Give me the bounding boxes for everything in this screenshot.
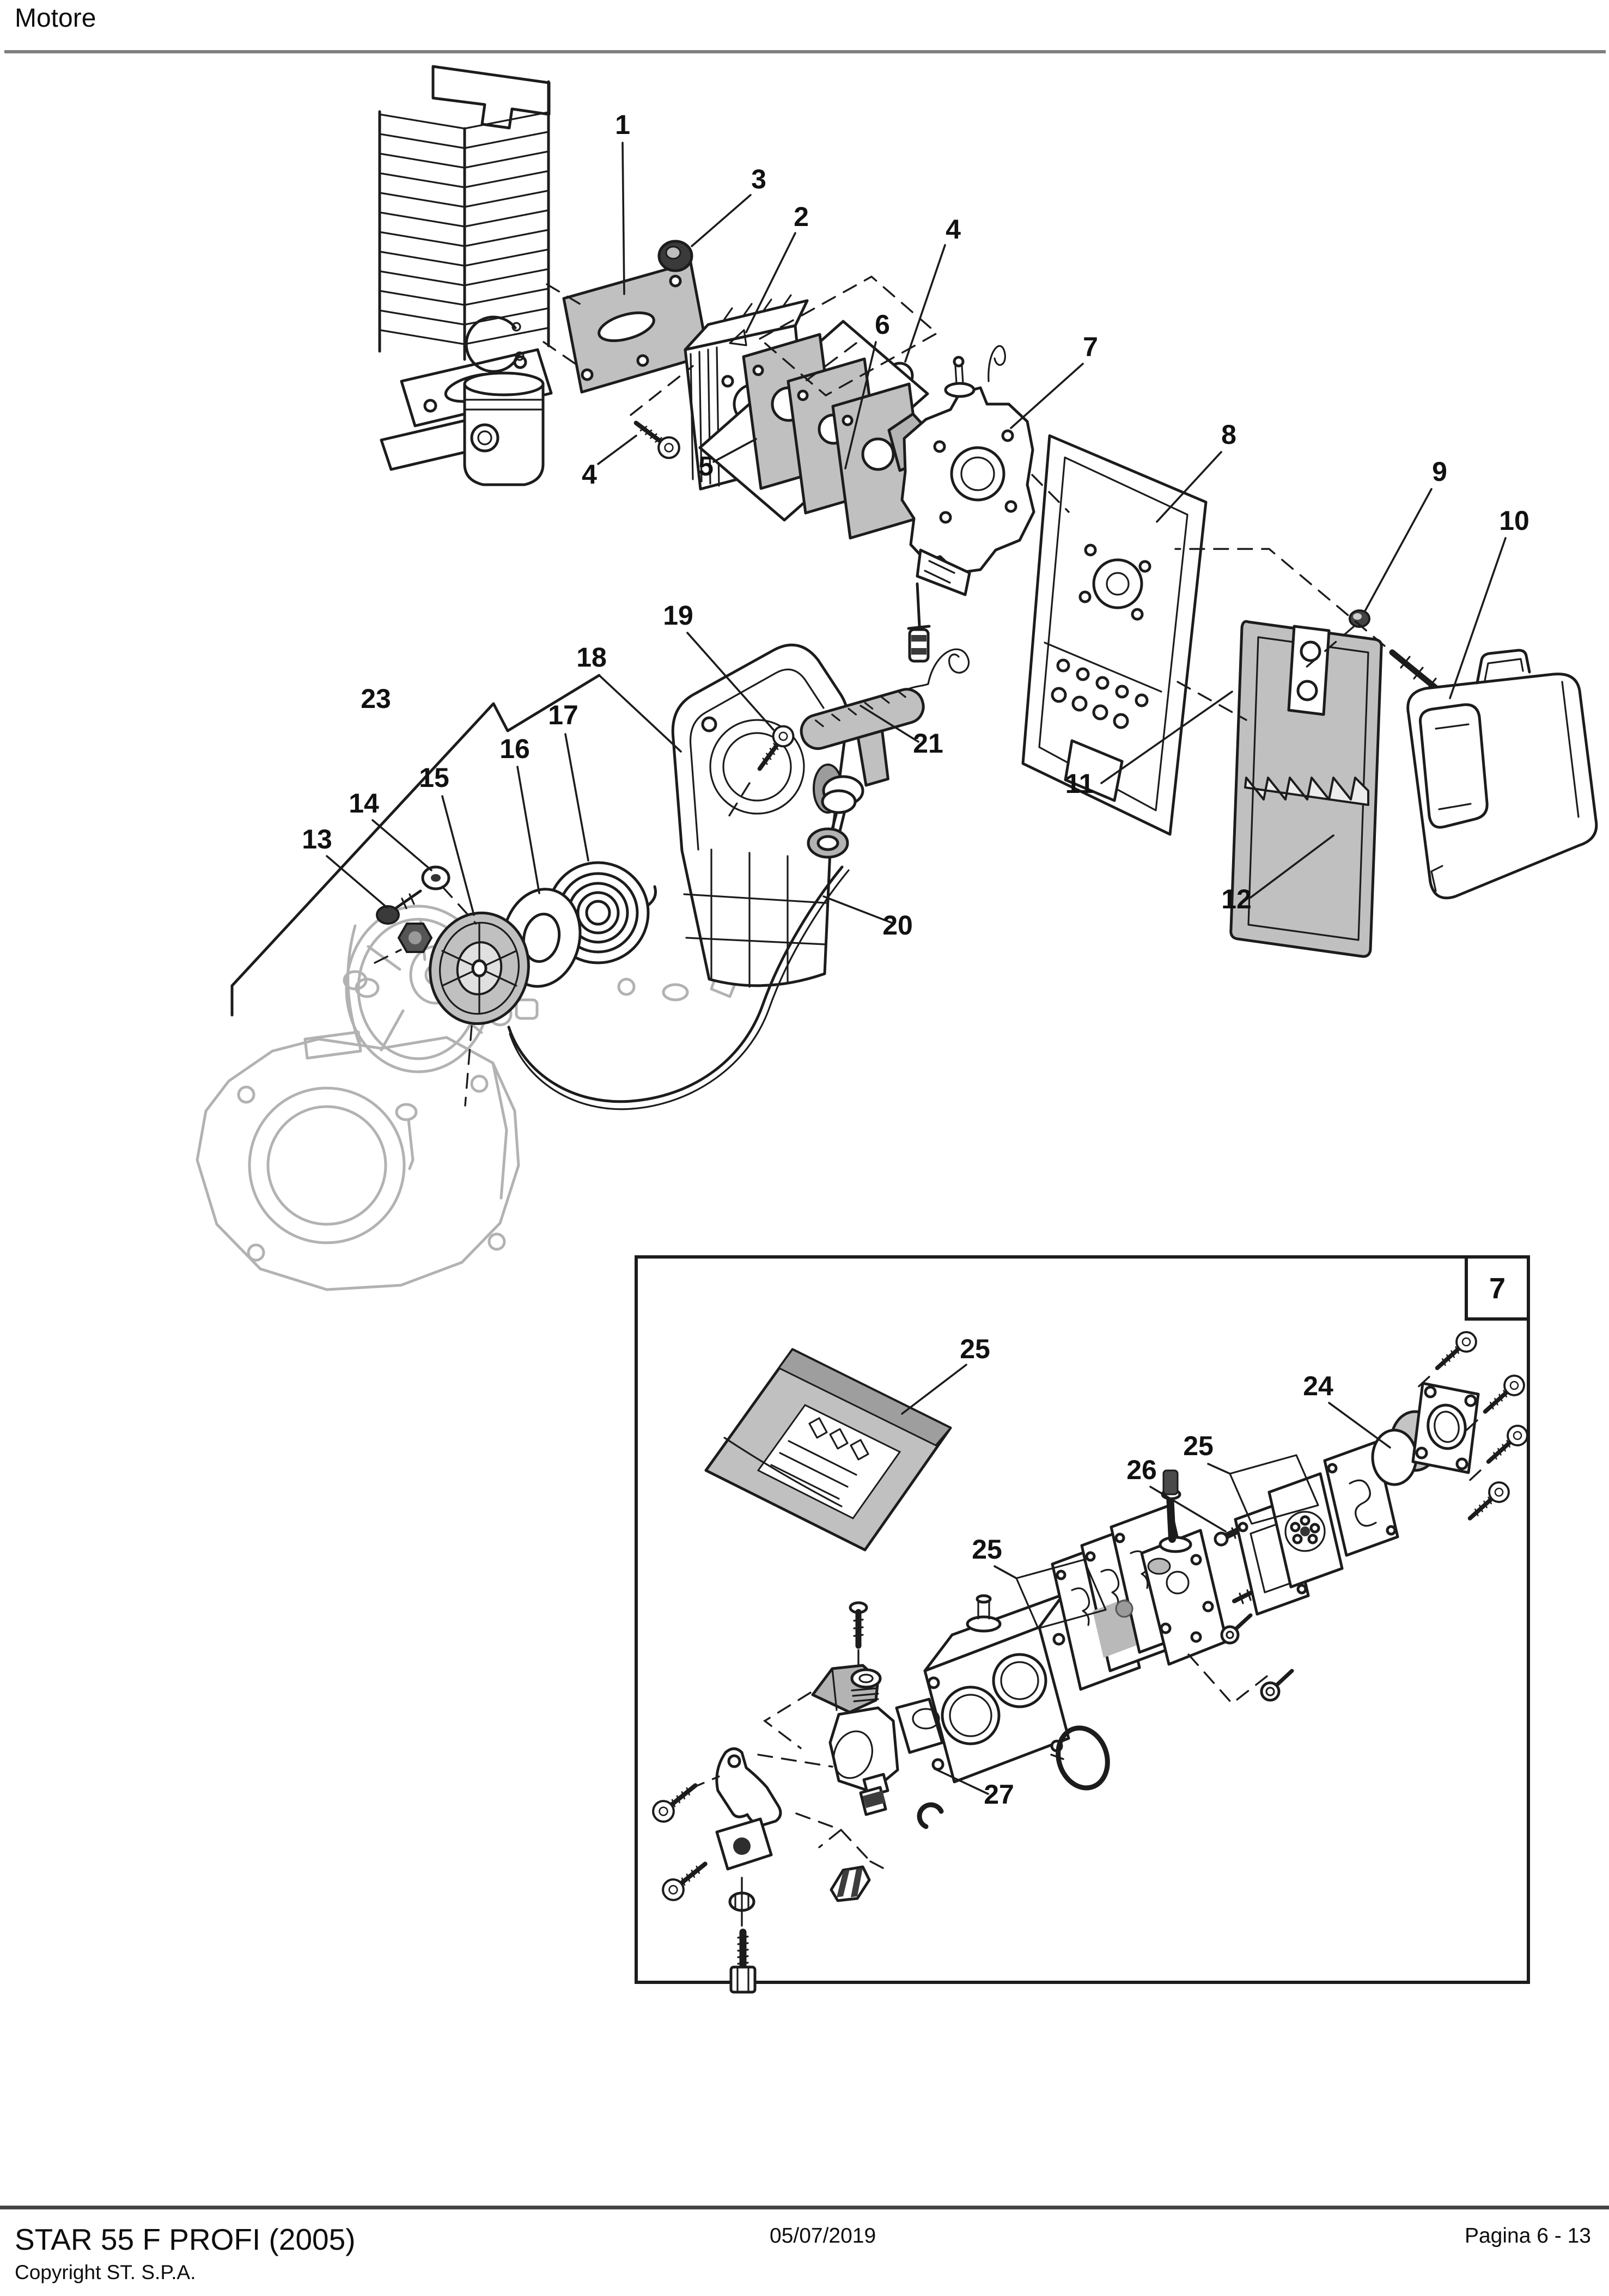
callout-11: 11 [1065,768,1094,799]
callout-15: 15 [419,762,449,793]
callout-26: 26 [1126,1455,1157,1485]
callout-19: 19 [663,600,693,631]
choke-valve-assembly [811,1601,944,1816]
callout-8: 8 [1221,419,1236,450]
starter-handle [800,688,925,814]
callout-5: 5 [698,451,714,481]
rope-grommet [807,827,849,859]
print-date: 05/07/2019 [770,2224,876,2248]
faded-crankcase [196,1030,520,1291]
callout-17: 17 [548,700,578,730]
screw-4-lower [630,415,683,462]
copyright: Copyright ST. S.P.A. [15,2261,196,2283]
callout-25b: 25 [1183,1431,1214,1461]
inset-box-label: 7 [1489,1272,1506,1305]
inset-leader-lines [901,1364,1391,1795]
carb-main-body [923,1593,1070,1784]
starter-housing [671,643,849,988]
callout-24: 24 [1303,1371,1333,1401]
inset-dashed-lines [690,1376,1482,1931]
model-name: STAR 55 F PROFI (2005) [15,2222,356,2256]
collar-nut [657,240,693,272]
callout-16: 16 [499,734,530,764]
callouts-upper: 1 3 2 4 6 7 8 9 10 4 5 19 18 21 23 17 16… [302,109,1529,941]
lever-bracket [715,1747,782,1871]
screw-13 [376,889,422,925]
callout-9: 9 [1432,456,1447,487]
callout-leader-lines [326,142,1507,924]
callout-10: 10 [1499,505,1529,536]
inset-corner-box [1465,1255,1530,1321]
callout-23: 23 [361,683,391,714]
callouts-inset: 25 24 25 26 25 27 [960,1334,1333,1810]
callout-21: 21 [913,728,943,759]
parts-bag [704,1348,952,1552]
ribbed-plug [830,1865,871,1902]
header-divider [4,50,1606,53]
callout-1: 1 [615,109,630,140]
callout-18: 18 [576,642,607,673]
callout-6: 6 [875,309,890,340]
callout-12: 12 [1221,884,1252,914]
callout-25c: 25 [972,1534,1002,1565]
faded-screw [395,1103,418,1170]
carburetor [887,345,1035,663]
callout-3: 3 [751,164,766,194]
nut-9 [1349,609,1370,628]
air-filter-base [1021,434,1208,836]
piston-ring-clip [465,315,525,373]
grouping-bracket [230,674,601,1017]
page-title: Motore [15,4,96,33]
callout-25a: 25 [960,1334,990,1364]
page-number: Pagina 6 - 13 [1464,2224,1591,2248]
nut-and-bolt [728,1891,757,1994]
air-filter-cover [1406,649,1598,900]
callout-13: 13 [302,824,332,854]
callout-27: 27 [984,1779,1014,1810]
starter-post-nut [397,923,433,953]
washer-14 [421,865,450,890]
air-filter-element [1229,620,1383,958]
footer-divider [0,2206,1609,2209]
callout-7: 7 [1083,332,1098,362]
callout-20: 20 [882,910,913,941]
c-clip [917,1802,944,1829]
callout-4a: 4 [946,214,961,245]
o-ring [1056,1725,1110,1791]
callout-14: 14 [349,788,379,819]
callout-2: 2 [794,201,809,232]
callout-4b: 4 [582,459,597,490]
assembly-dashed-lines [374,275,1386,1107]
piston [463,371,545,486]
starter-pulley [429,911,530,1025]
